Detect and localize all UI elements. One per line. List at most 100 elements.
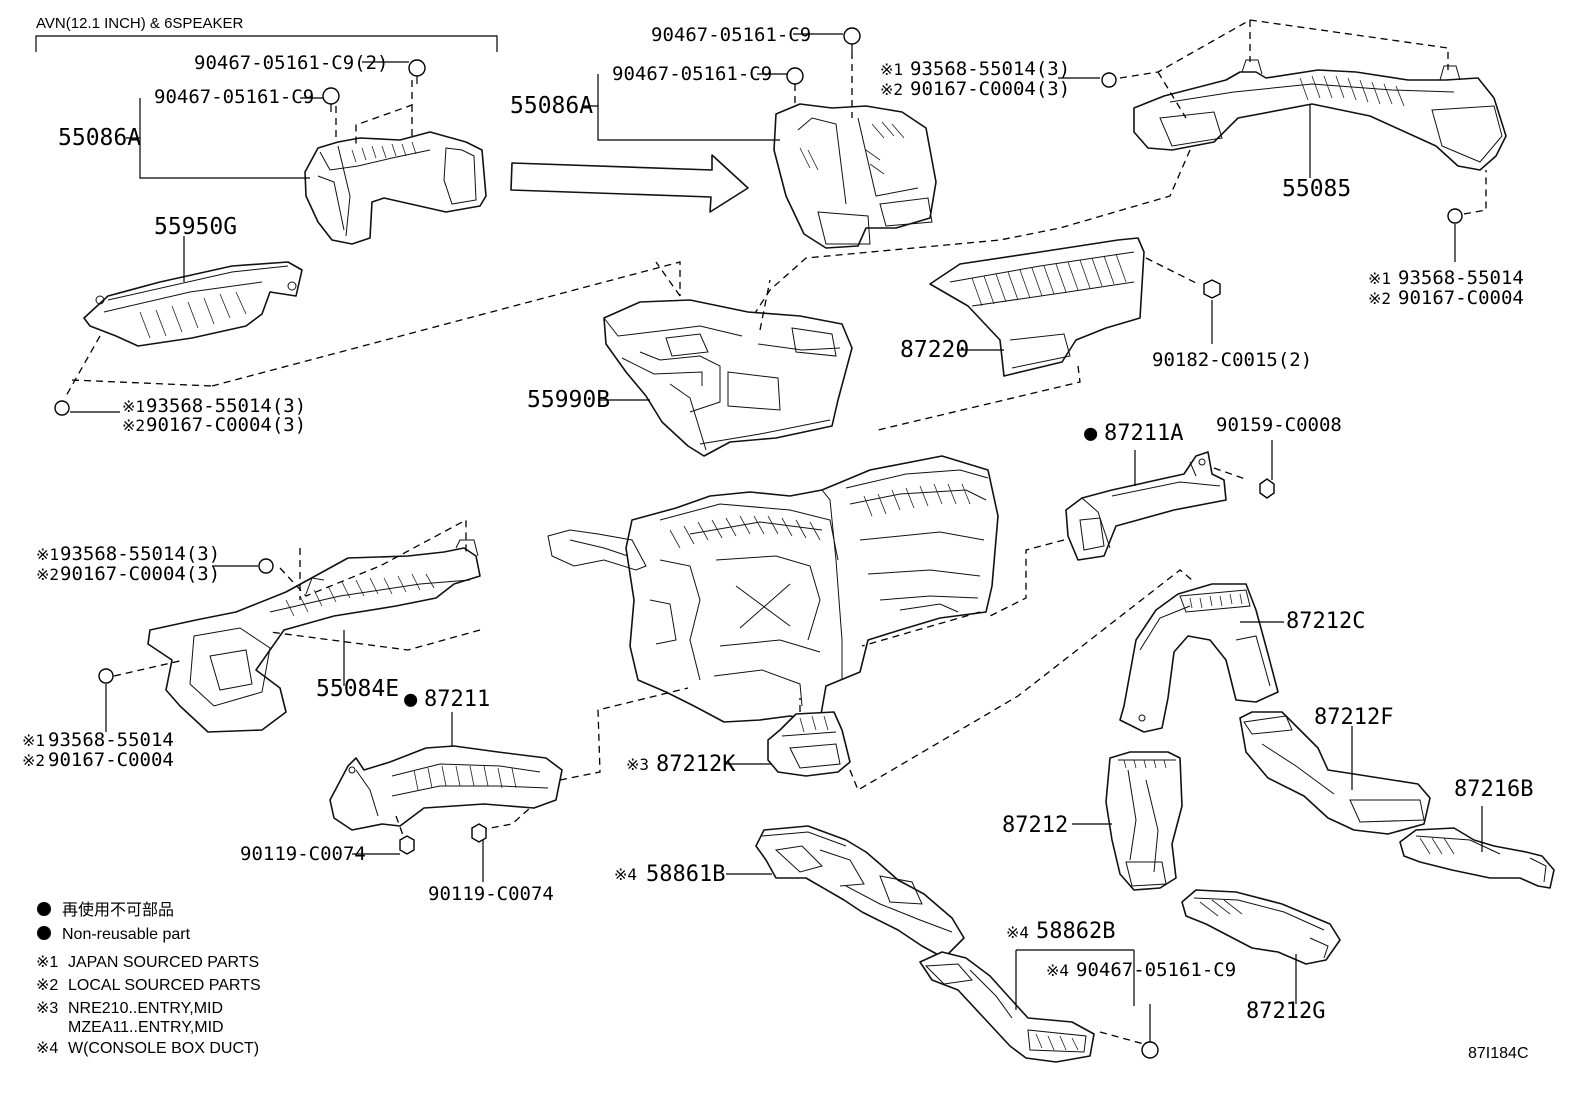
part-55086A-left[interactable] — [304, 131, 487, 245]
mark-3: ※3 — [36, 1000, 58, 1017]
bolt-icon — [471, 823, 487, 843]
mark-2: ※2 — [36, 977, 58, 994]
bolt-icon — [258, 558, 274, 574]
note-3a: NRE210..ENTRY,MID — [68, 1000, 223, 1017]
part-87212F[interactable] — [1239, 711, 1431, 835]
mark-2: ※2 — [122, 416, 145, 435]
clip-icon — [843, 27, 861, 45]
clip-icon — [1141, 1041, 1159, 1059]
mark-1: ※1 — [36, 545, 59, 564]
label-90167-c: 90167-C0004(3) — [146, 414, 306, 436]
label-87212K: 87212K — [656, 752, 736, 777]
clip-icon — [408, 59, 426, 77]
mark-2: ※2 — [880, 80, 903, 99]
clip-icon — [786, 67, 804, 85]
label-87212F: 87212F — [1314, 705, 1393, 730]
mark-1: ※1 — [122, 397, 145, 416]
label-87211A: 87211A — [1104, 421, 1183, 446]
mark-1: ※1 — [36, 954, 58, 971]
variant-bracket: AVN(12.1 INCH) & 6SPEAKER — [35, 15, 498, 52]
mark-2: ※2 — [36, 565, 59, 584]
label-90167-e: 90167-C0004 — [48, 749, 174, 771]
label-90167-d: 90167-C0004(3) — [60, 563, 220, 585]
arrow-shape — [510, 154, 749, 213]
bolt-icon — [98, 668, 114, 684]
label-58861B: 58861B — [646, 862, 725, 887]
mark-1: ※1 — [880, 60, 903, 79]
label-93568-e: 93568-55014 — [48, 729, 174, 751]
mark-4: ※4 — [1006, 923, 1029, 942]
dot-mark: ● — [404, 687, 418, 712]
part-55084E[interactable] — [147, 539, 481, 733]
legend-en: Non-reusable part — [62, 926, 191, 943]
part-55990B[interactable] — [603, 299, 853, 457]
non-reusable-dot-icon — [37, 902, 51, 916]
mark-2: ※2 — [22, 751, 45, 770]
label-93568-3-a: 93568-55014(3) — [910, 58, 1070, 80]
label-55085: 55085 — [1282, 176, 1351, 202]
label-90467-left: 90467-05161-C9 — [154, 86, 314, 108]
label-58862B: 58862B — [1036, 919, 1115, 944]
label-87220: 87220 — [900, 337, 969, 363]
part-hvac-unit[interactable] — [547, 455, 999, 723]
part-55950G[interactable] — [83, 261, 303, 347]
part-87212C[interactable] — [1119, 583, 1279, 733]
mark-4: ※4 — [36, 1040, 58, 1057]
part-87216B[interactable] — [1399, 827, 1555, 889]
bolt-icon — [399, 835, 415, 855]
part-55086A-right[interactable] — [773, 103, 937, 249]
note-1: JAPAN SOURCED PARTS — [68, 954, 259, 971]
label-55990B: 55990B — [527, 387, 610, 413]
label-90159: 90159-C0008 — [1216, 414, 1342, 436]
label-90467-2: 90467-05161-C9(2) — [194, 52, 388, 74]
label-93568-d: 93568-55014(3) — [60, 543, 220, 565]
label-93568-b: 93568-55014 — [1398, 267, 1524, 289]
label-90167-3-a: 90167-C0004(3) — [910, 78, 1070, 100]
bolt-icon — [54, 400, 70, 416]
label-87216B: 87216B — [1454, 777, 1533, 802]
part-58861B[interactable] — [755, 825, 965, 959]
label-55086A-right: 55086A — [510, 93, 593, 119]
note-4: W(CONSOLE BOX DUCT) — [68, 1040, 259, 1057]
mark-4: ※4 — [614, 865, 637, 884]
label-55086A-left: 55086A — [58, 125, 141, 151]
legend: 再使用不可部品 Non-reusable part ※1 JAPAN SOURC… — [36, 901, 261, 1057]
part-55085[interactable] — [1133, 59, 1507, 171]
label-55950G: 55950G — [154, 214, 237, 240]
mark-4: ※4 — [1046, 961, 1069, 980]
note-2: LOCAL SOURCED PARTS — [68, 977, 261, 994]
label-90119-a: 90119-C0074 — [240, 843, 366, 865]
bolt-icon — [1447, 208, 1463, 224]
part-87220[interactable] — [929, 237, 1145, 377]
mark-2: ※2 — [1368, 289, 1391, 308]
label-90467-mid: 90467-05161-C9 — [612, 63, 772, 85]
label-90467-bottom: 90467-05161-C9 — [1076, 959, 1236, 981]
label-87212C: 87212C — [1286, 609, 1365, 634]
mark-1: ※1 — [1368, 269, 1391, 288]
non-reusable-dot-icon — [37, 926, 51, 940]
legend-jp: 再使用不可部品 — [62, 901, 174, 919]
bolt-icon — [1101, 72, 1117, 88]
label-87211: 87211 — [424, 687, 490, 712]
part-87211A[interactable] — [1065, 451, 1227, 561]
mark-3: ※3 — [626, 755, 649, 774]
label-87212G: 87212G — [1246, 999, 1325, 1024]
mark-1: ※1 — [22, 731, 45, 750]
part-87212[interactable] — [1105, 751, 1183, 891]
label-90119-b: 90119-C0074 — [428, 883, 554, 905]
label-90167-b: 90167-C0004 — [1398, 287, 1524, 309]
label-55084E: 55084E — [316, 676, 399, 702]
label-87212: 87212 — [1002, 813, 1068, 838]
part-58862B[interactable] — [919, 951, 1095, 1063]
label-93568-c: 93568-55014(3) — [146, 395, 306, 417]
part-87212K[interactable] — [767, 711, 851, 777]
part-87211[interactable] — [329, 745, 563, 831]
label-90467-mid-top: 90467-05161-C9 — [651, 24, 811, 46]
bolt-icon — [1259, 478, 1275, 499]
figure-code: 87I184C — [1468, 1045, 1529, 1062]
dot-mark: ● — [1084, 421, 1098, 446]
note-3b: MZEA11..ENTRY,MID — [68, 1019, 224, 1036]
part-87212G[interactable] — [1181, 889, 1341, 965]
variant-label: AVN(12.1 INCH) & 6SPEAKER — [36, 15, 243, 32]
